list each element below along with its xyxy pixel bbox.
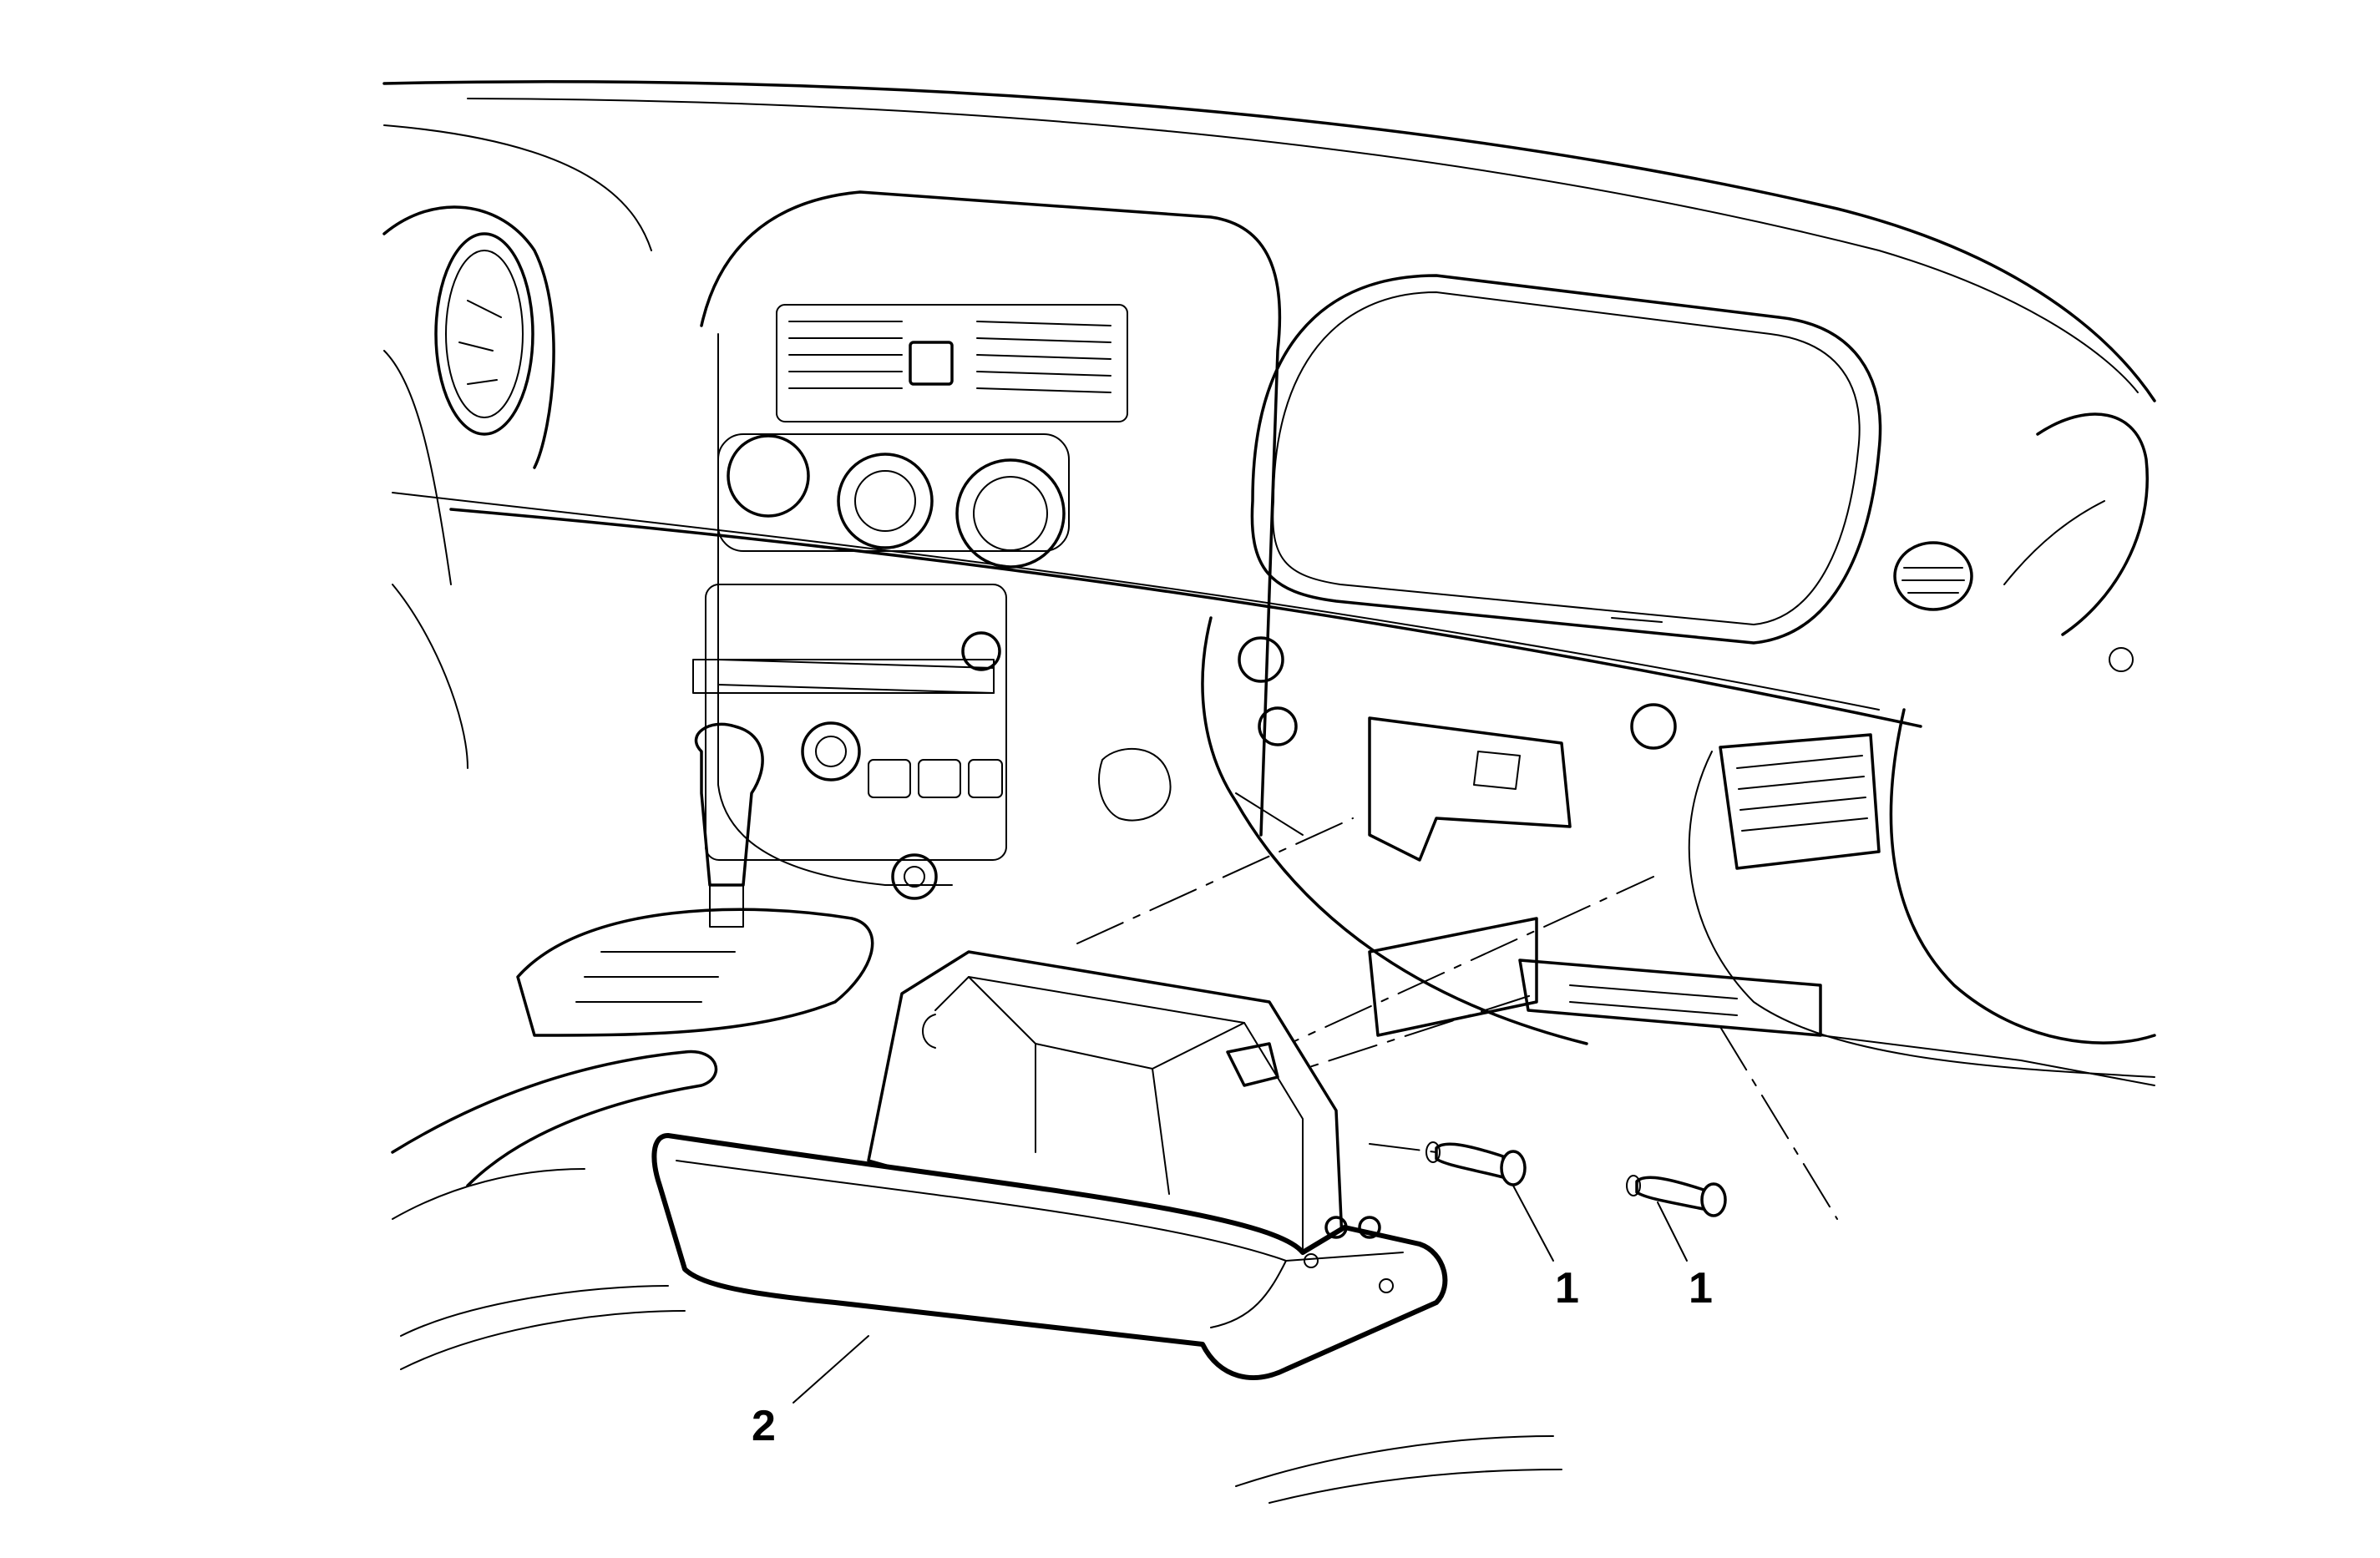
callout-label-pin-left: 1 xyxy=(1555,1264,1579,1313)
dashboard-top xyxy=(382,80,2156,728)
glovebox-opening xyxy=(1098,616,2155,1086)
glovebox-assembly xyxy=(651,950,1448,1380)
shifter-console xyxy=(391,722,874,1220)
floor-edges xyxy=(400,1285,1562,1504)
right-dash xyxy=(1688,412,2156,1078)
callout-leaders xyxy=(792,1185,1688,1404)
hinge-pin-right xyxy=(1626,1175,1727,1217)
instrument-cluster xyxy=(382,205,555,769)
callout-label-glovebox: 2 xyxy=(752,1402,776,1450)
airbag-panel xyxy=(1250,274,1973,645)
hinge-pin-left xyxy=(1425,1141,1527,1186)
callout-label-pin-right: 1 xyxy=(1689,1264,1713,1313)
center-stack xyxy=(692,190,1282,900)
